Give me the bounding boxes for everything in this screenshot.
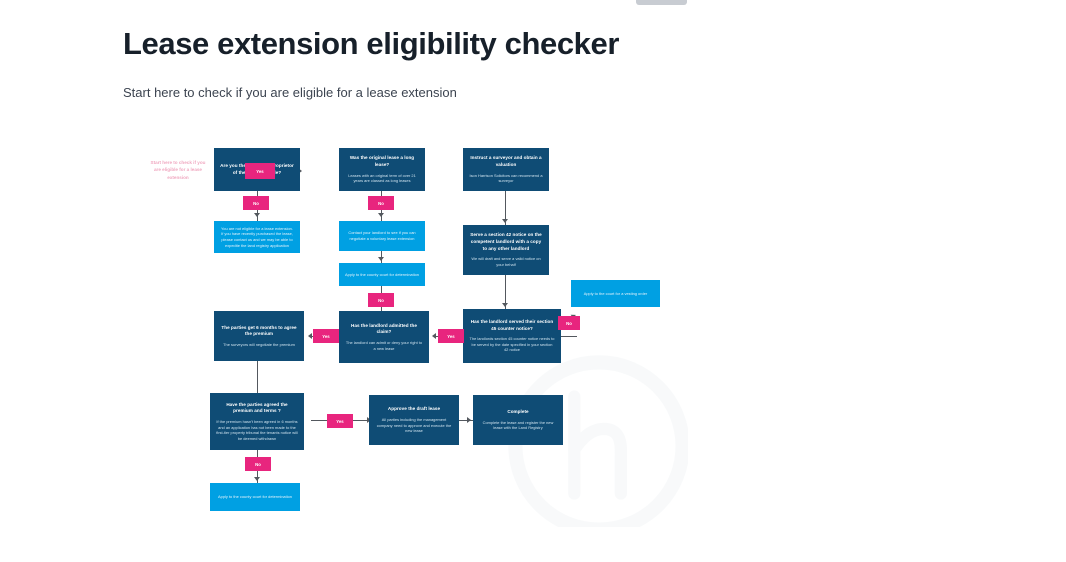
node-sub: Apply to the county court for determinat… <box>218 494 292 500</box>
node-sub: We will draft and serve a valid notice o… <box>471 256 541 267</box>
node-sub: The landlord can admit or deny your righ… <box>345 340 423 351</box>
node-sub: Leases with an original term of over 21 … <box>348 172 416 184</box>
node-complete[interactable]: Complete Complete the lease and register… <box>473 395 563 445</box>
node-title: Have the parties agreed the premium and … <box>226 401 288 414</box>
edge-line <box>505 191 506 225</box>
node-landlord-admitted-claim[interactable]: Has the landlord admitted the claim? The… <box>339 311 429 363</box>
edge-chip-no[interactable]: No <box>368 196 394 210</box>
node-contact-landlord[interactable]: Contact your landlord to see if you can … <box>339 221 425 251</box>
edge-arrow <box>502 219 508 223</box>
node-title: The parties get 6 months to agree the pr… <box>221 324 297 337</box>
node-sub: Apply to the court for a vesting order <box>583 290 648 296</box>
node-title: Has the landlord served their section 45… <box>470 318 554 331</box>
edge-arrow <box>432 333 436 339</box>
node-title: Was the original lease a long lease? <box>349 155 415 167</box>
node-six-months-premium[interactable]: The parties get 6 months to agree the pr… <box>214 311 304 361</box>
edge-line <box>459 420 473 421</box>
page-subtitle: Start here to check if you are eligible … <box>123 85 457 100</box>
node-section-45-counter-notice[interactable]: Has the landlord served their section 45… <box>463 309 561 363</box>
edge-arrow <box>254 477 260 481</box>
edge-line <box>505 275 506 309</box>
edge-line <box>257 361 258 399</box>
edge-line <box>561 336 577 337</box>
node-title: Has the landlord admitted the claim? <box>350 322 418 335</box>
edge-arrow <box>467 417 471 423</box>
node-county-court-determination-lower[interactable]: Apply to the county court for determinat… <box>210 483 300 511</box>
edge-chip-no[interactable]: No <box>243 196 269 210</box>
node-title: Serve a section 42 notice on the compete… <box>470 232 542 251</box>
node-sub: The landlords section 45 counter notice … <box>469 336 555 353</box>
edge-chip-yes[interactable]: Yes <box>327 414 353 428</box>
node-title: Instruct a surveyor and obtain a valuati… <box>470 155 542 167</box>
node-sub: You are not eligible for a lease extensi… <box>221 225 293 248</box>
node-sub: If the premium hasn't been agreed in 6 m… <box>216 418 298 441</box>
node-instruct-surveyor[interactable]: Instruct a surveyor and obtain a valuati… <box>463 148 549 191</box>
node-sub: Complete the lease and register the new … <box>482 419 554 431</box>
edge-chip-yes[interactable]: Yes <box>245 163 275 179</box>
node-sub: Apply to the county court for determinat… <box>345 271 419 277</box>
node-long-lease[interactable]: Was the original lease a long lease? Lea… <box>339 148 425 191</box>
page-title: Lease extension eligibility checker <box>123 26 620 61</box>
edge-arrow <box>378 213 384 217</box>
edge-arrow <box>298 168 302 174</box>
start-note: Start here to check if you are eligible … <box>150 160 206 180</box>
node-parties-agreed[interactable]: Have the parties agreed the premium and … <box>210 393 304 450</box>
node-vesting-order[interactable]: Apply to the court for a vesting order <box>571 280 660 307</box>
node-county-court-determination-upper[interactable]: Apply to the county court for determinat… <box>339 263 425 286</box>
flowchart-canvas: Start here to check if you are eligible … <box>123 123 688 527</box>
edge-chip-yes[interactable]: Yes <box>438 329 464 343</box>
edge-arrow <box>502 303 508 307</box>
edge-chip-no[interactable]: No <box>368 293 394 307</box>
node-title: Approve the draft lease <box>387 406 441 412</box>
node-sub: All parties including the management com… <box>376 416 452 434</box>
node-sub: The surveyors will negotiate the premium <box>223 341 295 347</box>
edge-arrow <box>254 213 260 217</box>
node-title: Complete <box>507 409 529 415</box>
node-not-eligible[interactable]: You are not eligible for a lease extensi… <box>214 221 300 253</box>
edge-arrow <box>378 257 384 261</box>
node-approve-draft-lease[interactable]: Approve the draft lease All parties incl… <box>369 395 459 445</box>
scroll-nub[interactable] <box>636 0 687 5</box>
edge-chip-no[interactable]: No <box>558 316 580 330</box>
edge-chip-yes[interactable]: Yes <box>313 329 339 343</box>
edge-chip-no[interactable]: No <box>245 457 271 471</box>
node-serve-section-42[interactable]: Serve a section 42 notice on the compete… <box>463 225 549 275</box>
node-sub: Ison Harrison Solicitors can recommend a… <box>469 172 543 184</box>
node-sub: Contact your landlord to see if you can … <box>348 230 416 241</box>
edge-arrow <box>308 333 312 339</box>
